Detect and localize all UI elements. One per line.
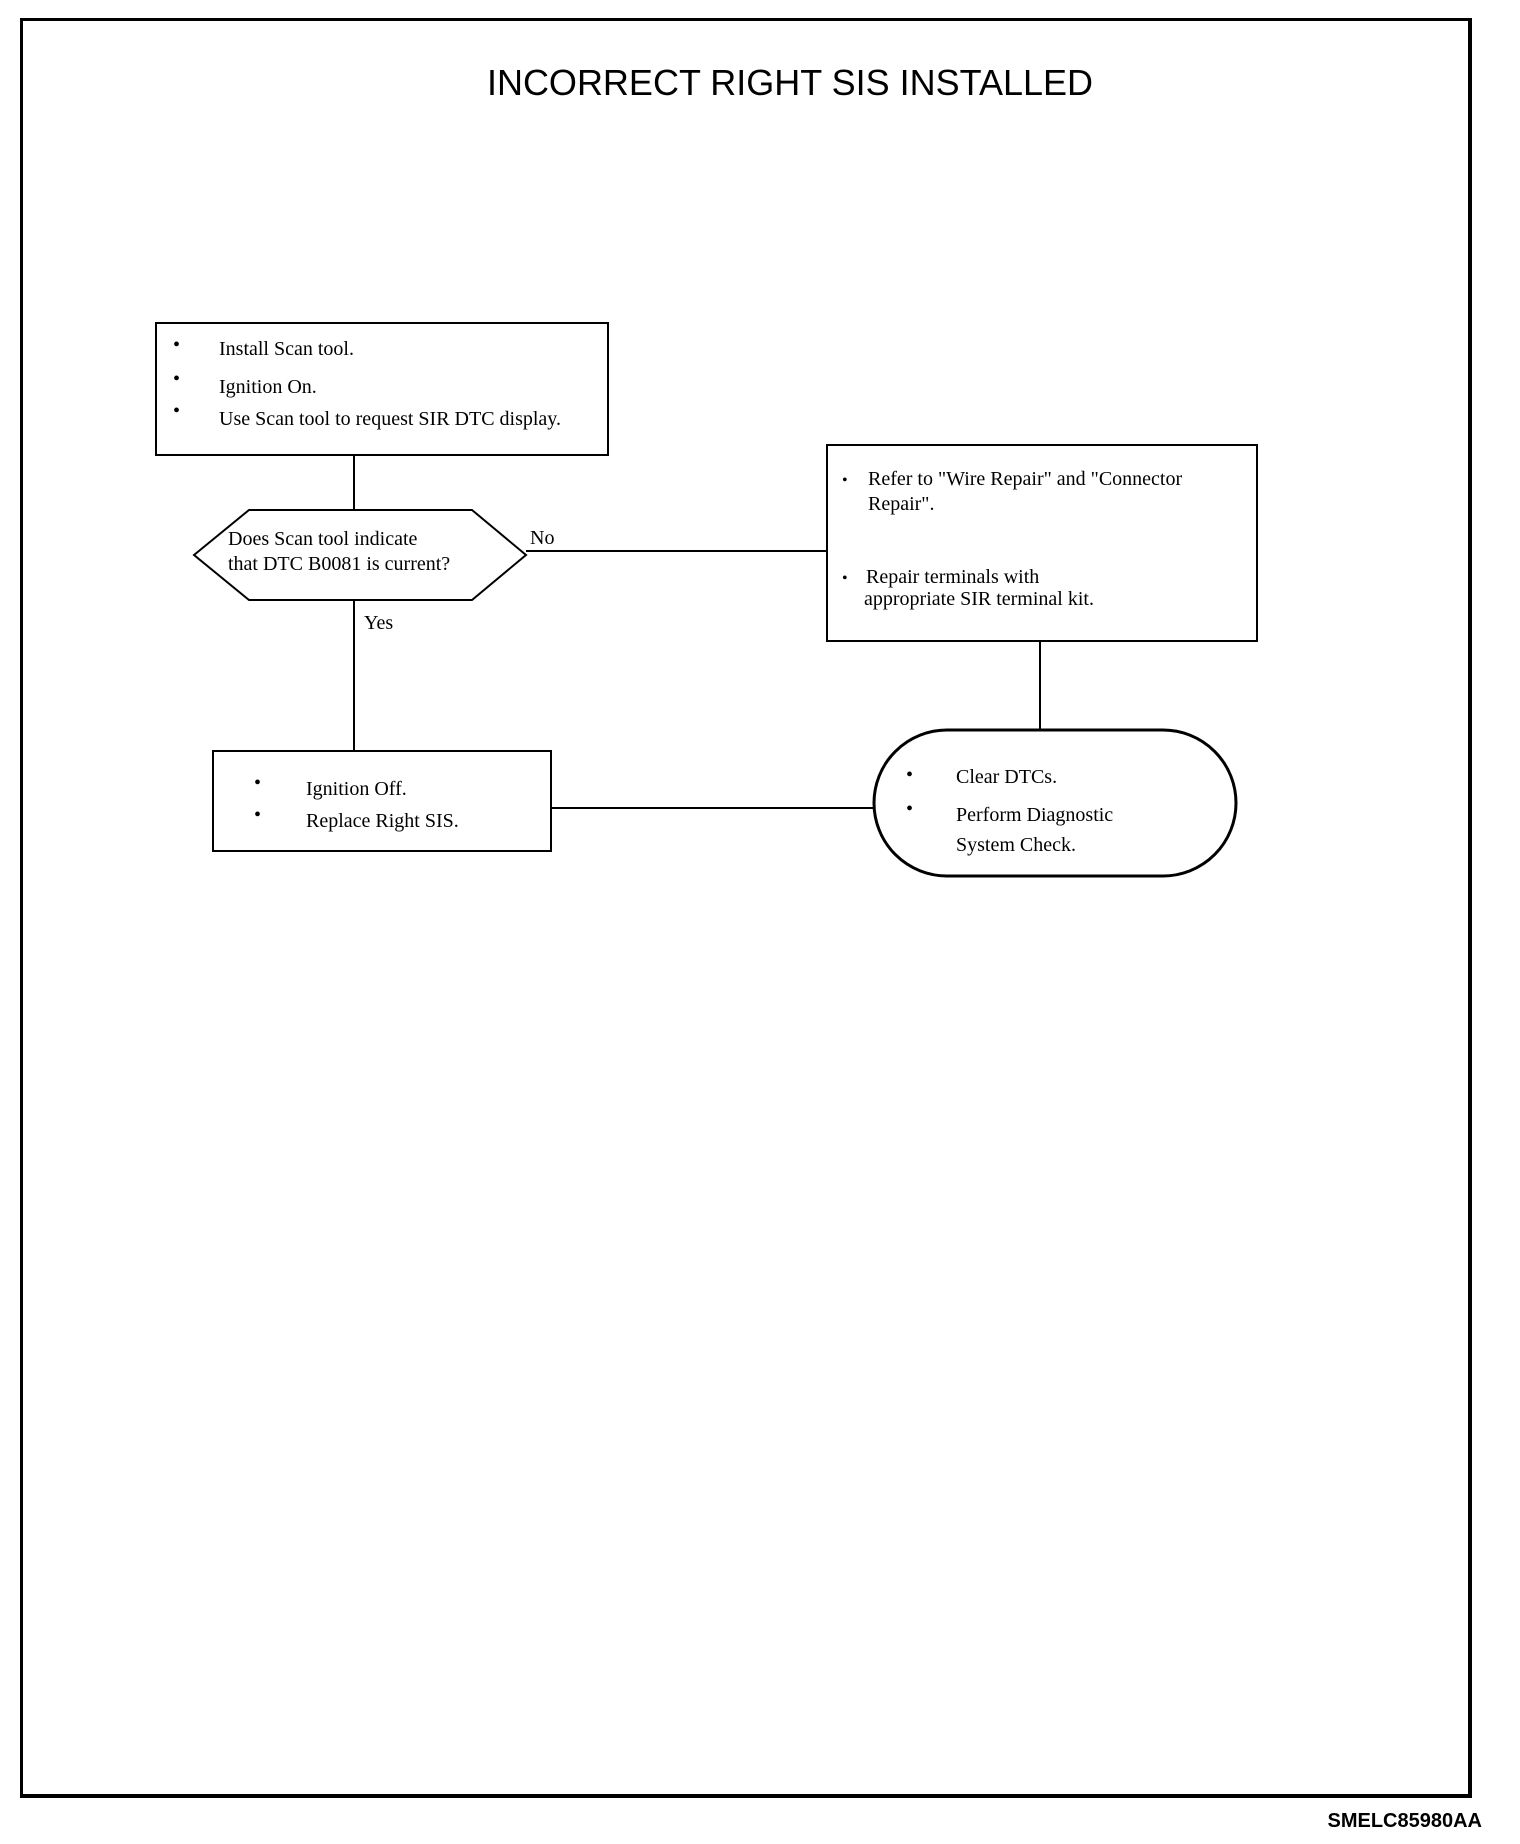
document-id: SMELC85980AA — [1327, 1810, 1482, 1832]
step-install-item: Ignition On. — [219, 376, 317, 398]
bullet: • — [173, 334, 181, 356]
step-clear-item-line: System Check. — [956, 834, 1076, 856]
bullet: • — [906, 798, 914, 820]
step-install-item: Use Scan tool to request SIR DTC display… — [219, 408, 562, 430]
yes-branch-label: Yes — [364, 612, 394, 634]
step-repair-item-line: Repair terminals with — [866, 566, 1040, 588]
step-clear-item-line: Clear DTCs. — [956, 766, 1058, 788]
no-branch-label: No — [530, 527, 555, 549]
step-replace-item: Ignition Off. — [306, 778, 407, 800]
page-frame — [20, 18, 1472, 1798]
diagram-title: INCORRECT RIGHT SIS INSTALLED — [486, 62, 1094, 103]
terminal-shape — [872, 728, 1238, 878]
bullet: • — [906, 764, 914, 786]
step-install-box: • Install Scan tool. • Ignition On. • Us… — [155, 322, 609, 456]
step-install-item: Install Scan tool. — [219, 338, 354, 360]
bullet: • — [842, 472, 848, 489]
step-repair-item-line: Repair". — [868, 493, 935, 515]
bullet: • — [842, 570, 848, 587]
step-clear-terminal: • Clear DTCs. • Perform Diagnostic Syste… — [874, 730, 1236, 876]
step-repair-box: • Refer to "Wire Repair" and "Connector … — [826, 444, 1258, 642]
bullet: • — [254, 772, 262, 794]
decision-text-line: that DTC B0081 is current? — [228, 553, 451, 575]
bullet: • — [173, 400, 181, 422]
decision-text-line: Does Scan tool indicate — [228, 528, 418, 550]
step-replace-item: Replace Right SIS. — [306, 810, 459, 832]
step-repair-item-line: Refer to "Wire Repair" and "Connector — [868, 468, 1183, 490]
decision-hexagon — [192, 509, 528, 601]
step-repair-item-line: appropriate SIR terminal kit. — [864, 588, 1094, 610]
step-clear-item-line: Perform Diagnostic — [956, 804, 1114, 826]
step-replace-box: • Ignition Off. • Replace Right SIS. — [212, 750, 552, 852]
bullet: • — [173, 368, 181, 390]
bullet: • — [254, 804, 262, 826]
